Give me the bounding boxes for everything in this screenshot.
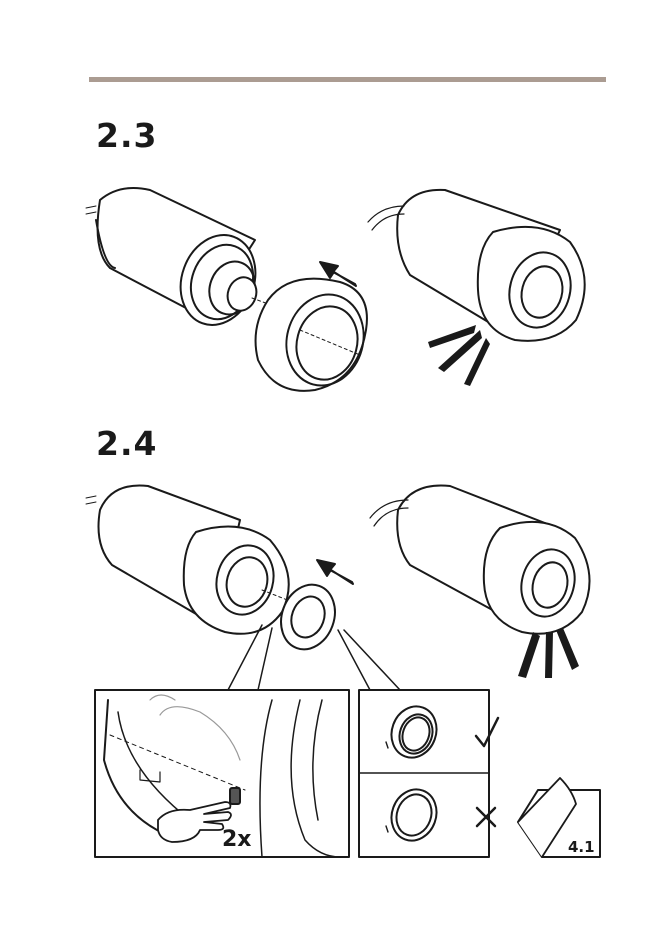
camera-body-with-cover [86, 486, 300, 634]
arrow-icon [317, 560, 353, 584]
page-reference-label: 4.1 [568, 838, 595, 856]
camera-assembled-with-ring [370, 486, 590, 634]
camera-assembled [368, 190, 585, 341]
press-count-label: 2x [222, 827, 252, 852]
click-indicator-icon [428, 325, 490, 386]
camera-body-open [86, 188, 290, 336]
front-cover [256, 279, 374, 395]
click-indicator-icon [518, 628, 579, 678]
